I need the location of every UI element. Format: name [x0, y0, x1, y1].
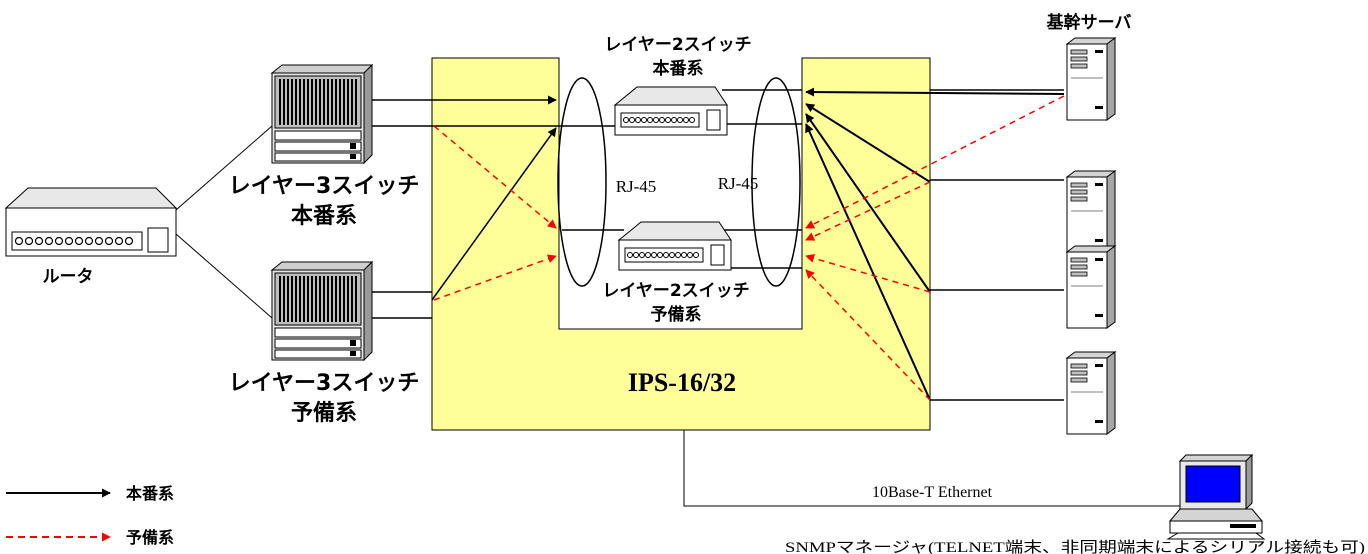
ips-label: IPS-16/32: [628, 368, 736, 397]
backup-arrows-right: [805, 95, 1065, 401]
l3-main-label-2: 本番系: [291, 204, 357, 229]
ethernet-link: [683, 430, 1188, 507]
router-l3main-link: [175, 125, 273, 211]
legend-backup-label: 予備系: [126, 528, 174, 547]
l3-main-label-1: レイヤー3スイッチ: [229, 174, 420, 199]
rj45-left-ellipse: [557, 77, 607, 287]
l2-switch-backup: [618, 221, 732, 271]
main-arrows-right: [805, 87, 1065, 401]
main-lines-left: [372, 95, 624, 319]
l2-switch-main: [614, 86, 728, 136]
l2-backup-label-1: レイヤー2スイッチ: [602, 281, 749, 301]
ethernet-label: 10Base-T Ethernet: [872, 484, 993, 501]
l2-backup-label-2: 予備系: [651, 304, 702, 325]
l3-switch-main: [271, 64, 373, 164]
servers-label: 基幹サーバ: [1046, 12, 1132, 33]
legend-main-label: 本番系: [126, 484, 174, 503]
server-1: [1066, 37, 1116, 121]
l3-backup-label-1: レイヤー3スイッチ: [229, 371, 420, 396]
l3-switch-backup: [271, 261, 373, 361]
backup-lines-left: [433, 125, 557, 301]
l2-main-label-1: レイヤー2スイッチ: [604, 35, 751, 55]
legend: 本番系 予備系: [6, 484, 174, 547]
l3-backup-label-2: 予備系: [291, 400, 357, 426]
rj45-left-label: RJ-45: [616, 177, 657, 196]
server-2: [1066, 170, 1116, 254]
router-device: [4, 187, 178, 257]
router-label: ルータ: [43, 267, 94, 287]
rj45-right-ellipse: [751, 77, 801, 287]
l2-main-label-2: 本番系: [653, 58, 704, 79]
snmp-label: SNMPマネージャ(TELNET端末、非同期端末によるシリアル接続も可): [785, 539, 1365, 554]
rj45-right-label: RJ-45: [718, 174, 759, 193]
server-3: [1066, 245, 1116, 329]
server-4: [1066, 351, 1116, 435]
snmp-terminal: [1166, 453, 1266, 540]
router-l3backup-link: [175, 233, 273, 319]
